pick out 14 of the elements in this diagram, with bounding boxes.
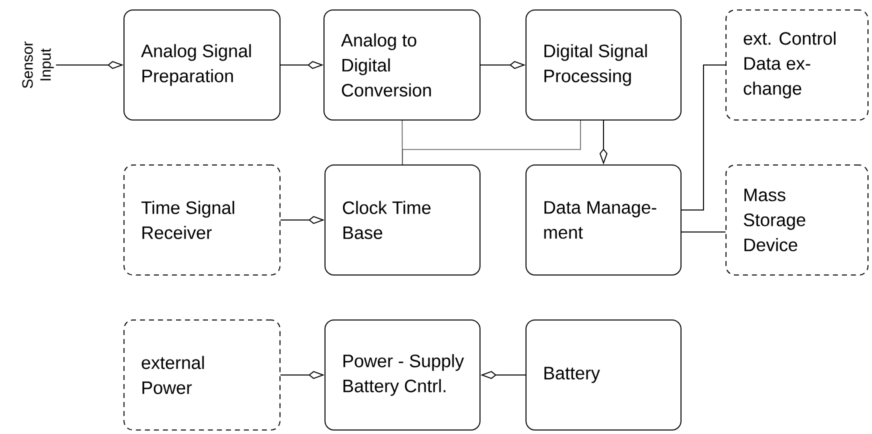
block-box: Analog Signal Preparation	[124, 10, 280, 120]
external-box: external Power	[124, 320, 280, 430]
block-box: Power - Supply Battery Cntrl.	[324, 320, 480, 430]
block-box: Clock Time Base	[324, 164, 480, 276]
connector	[402, 120, 581, 165]
external-box: Mass Storage Device	[726, 164, 868, 276]
connector	[681, 64, 726, 210]
block-box: Digital Signal Processing	[526, 10, 682, 120]
block-box: Analog to Digital Conversion	[324, 10, 480, 120]
block-box: Battery	[526, 320, 682, 430]
external-box: Time Signal Receiver	[124, 164, 280, 276]
external-box: ext. Control Data ex- change	[726, 10, 868, 120]
block-box: Data Manage- ment	[526, 164, 682, 276]
input-label: Sensor Input	[22, 42, 54, 88]
